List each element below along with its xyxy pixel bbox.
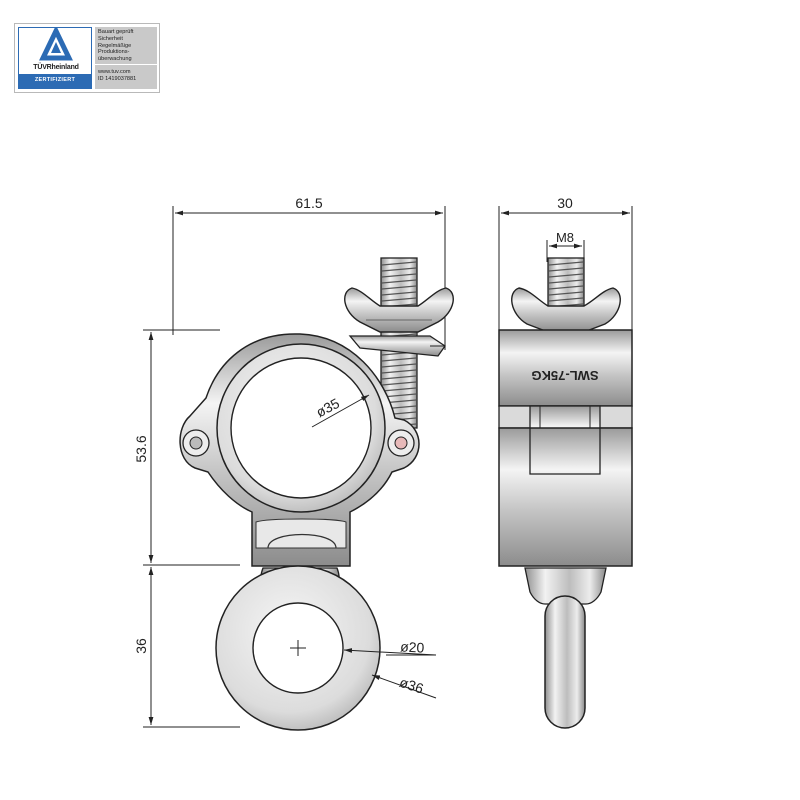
badge-info-panel: Bauart geprüft Sicherheit Regelmäßige Pr… <box>95 27 157 89</box>
thread-line <box>381 279 417 284</box>
clamp-lever <box>348 335 446 357</box>
badge-line: Bauart geprüft <box>98 29 134 35</box>
badge-lines: Bauart geprüft Sicherheit Regelmäßige Pr… <box>98 29 133 63</box>
eye-ring <box>215 565 381 731</box>
badge-certified-label: ZERTIFIZIERT <box>34 77 76 83</box>
side-swl-label: SWL-75KG <box>531 368 598 383</box>
badge-id: ID 1419037881 <box>98 75 137 82</box>
dimension-label-30: 30 <box>557 195 573 211</box>
dimension-label-eye-inner: ø20 <box>400 638 425 655</box>
thread-line <box>548 273 584 278</box>
thread-line <box>381 261 417 266</box>
thread-line <box>381 297 417 302</box>
side-eye-neck <box>524 567 607 605</box>
thread-line <box>381 369 417 374</box>
badge-line: Produktions- <box>98 49 130 56</box>
badge-logo-box: TÜVRheinland <box>18 25 92 75</box>
thread-line <box>548 297 584 302</box>
dimension-label-eye-outer: ø36 <box>398 674 426 697</box>
thread-line <box>548 285 584 290</box>
dimension-height-clamp: 53.6 <box>133 329 240 566</box>
side-bolt-right <box>387 429 415 457</box>
side-clamp-body: SWL-75KG <box>498 329 633 567</box>
dimension-width-front: 61.5 <box>172 195 446 350</box>
dimension-label-36: 36 <box>133 638 149 654</box>
thread-line <box>381 267 417 272</box>
badge-website: www.tuv.com <box>98 69 131 75</box>
dimension-width-side: 30 <box>498 195 633 330</box>
dimension-eye-inner: ø20 <box>343 638 437 656</box>
thread-line <box>548 291 584 296</box>
badge-brand: TÜVRheinland <box>33 64 79 71</box>
dimension-eye-outer: ø36 <box>371 674 437 699</box>
thread-line <box>381 375 417 380</box>
thread-line <box>548 279 584 284</box>
certification-badge: TÜVRheinland ZERTIFIZIERT Bauart geprüft… <box>14 23 160 93</box>
tuv-triangle-icon <box>39 25 73 61</box>
front-view: 61.5 53.6 36 <box>133 195 454 731</box>
badge-separator <box>95 64 157 65</box>
dimension-thread: M8 <box>546 230 585 262</box>
badge-line: Regelmäßige <box>98 42 132 49</box>
thread-line <box>381 387 417 392</box>
side-bolt-left <box>182 429 210 457</box>
side-eye-ring <box>544 595 586 729</box>
thread-line <box>381 381 417 386</box>
thread-line <box>548 261 584 266</box>
wing-nut <box>344 287 454 333</box>
dimension-label-m8: M8 <box>556 230 574 245</box>
badge-logo-panel: TÜVRheinland ZERTIFIZIERT <box>18 25 92 89</box>
thread-line <box>381 285 417 290</box>
thread-line <box>548 267 584 272</box>
tube-ring <box>216 343 386 513</box>
thread-line <box>381 273 417 278</box>
thread-line <box>381 363 417 368</box>
thread-line <box>381 291 417 296</box>
side-view: 30 M8 SWL-75KG <box>498 195 633 729</box>
thread-line <box>381 357 417 362</box>
dimension-height-eye: 36 <box>133 567 240 728</box>
dimension-label-61-5: 61.5 <box>295 195 322 211</box>
dimension-label-53-6: 53.6 <box>133 435 149 462</box>
badge-line: überwachung <box>98 56 132 63</box>
side-wing-nut <box>511 287 621 333</box>
badge-line: Sicherheit <box>98 35 123 42</box>
